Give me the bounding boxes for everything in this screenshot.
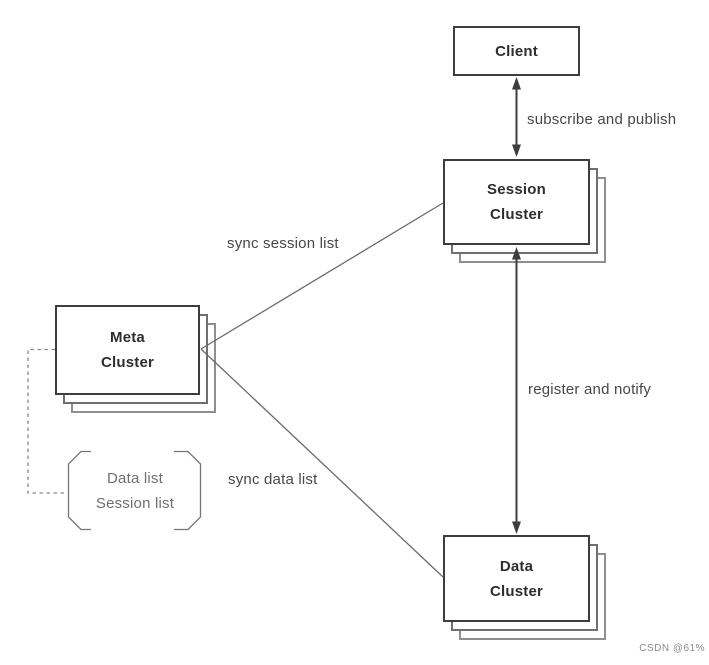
session-cluster-node: Session Cluster (443, 159, 590, 245)
list-note-label: Data list Session list (95, 470, 175, 512)
data-cluster-node-label: Data Cluster (489, 557, 544, 600)
arrow-up-icon (512, 77, 521, 90)
arrow-down-icon (512, 521, 521, 534)
arrow-down-icon (512, 144, 521, 157)
csdn-watermark: CSDN @61% (639, 643, 705, 654)
meta-data-sync-line (200, 348, 444, 578)
data-cluster-node: Data Cluster (443, 535, 590, 622)
client-node: Client (453, 26, 580, 76)
session-cluster-node-label: Session Cluster (487, 181, 546, 223)
register-and-notify-label: register and notify (528, 381, 652, 398)
meta-cluster-node-label: Meta Cluster (100, 329, 155, 371)
sync-session-list-label: sync session list (227, 235, 339, 252)
session-data-double-arrow (512, 247, 521, 534)
client-node-label: Client (495, 42, 538, 60)
subscribe-and-publish-label: subscribe and publish (527, 111, 677, 128)
sync-data-list-label: sync data list (228, 471, 318, 488)
client-session-double-arrow (512, 77, 521, 157)
meta-cluster-node: Meta Cluster (55, 305, 200, 395)
meta-session-sync-line (200, 202, 444, 350)
